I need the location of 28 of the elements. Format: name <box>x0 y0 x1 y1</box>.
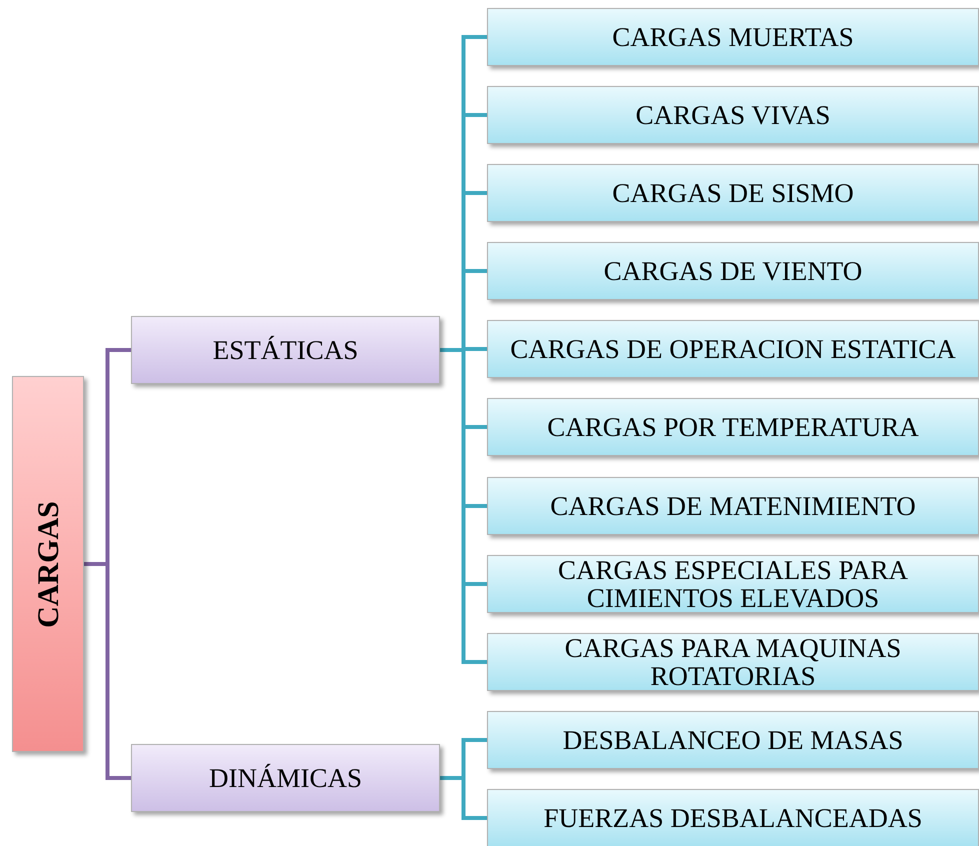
category-box <box>487 555 979 613</box>
category-box <box>487 398 979 456</box>
category-box <box>131 744 440 812</box>
category-box <box>487 86 979 144</box>
box-label: CARGAS DE VIENTO <box>602 256 864 286</box>
category-box <box>487 711 979 769</box>
category-box <box>487 8 979 66</box>
category-box <box>487 320 979 378</box>
box-label: CARGAS DE MATENIMIENTO <box>549 492 917 520</box>
box-label: DINÁMICAS <box>208 764 363 792</box>
box-label: FUERZAS DESBALANCEADAS <box>542 804 924 832</box>
category-box <box>487 164 979 222</box>
box-label: CARGAS <box>30 500 66 628</box>
box-label: CARGAS ESPECIALES PARA CIMIENTOS ELEVADOS <box>556 556 910 612</box>
category-box <box>131 316 440 384</box>
category-box <box>487 242 979 300</box>
box-label: ESTÁTICAS <box>212 336 360 364</box>
category-box <box>487 477 979 535</box>
box-label: CARGAS DE OPERACION ESTATICA <box>509 334 957 364</box>
box-label: CARGAS VIVAS <box>634 100 832 130</box>
box-label: CARGAS PARA MAQUINAS ROTATORIAS <box>564 634 902 690</box>
box-label: CARGAS POR TEMPERATURA <box>546 412 920 442</box>
category-box <box>487 789 979 846</box>
category-box <box>12 376 84 752</box>
box-label: CARGAS DE SISMO <box>611 178 855 208</box>
box-label: DESBALANCEO DE MASAS <box>562 726 904 754</box>
category-box <box>487 633 979 691</box>
box-label: CARGAS MUERTAS <box>611 22 855 52</box>
